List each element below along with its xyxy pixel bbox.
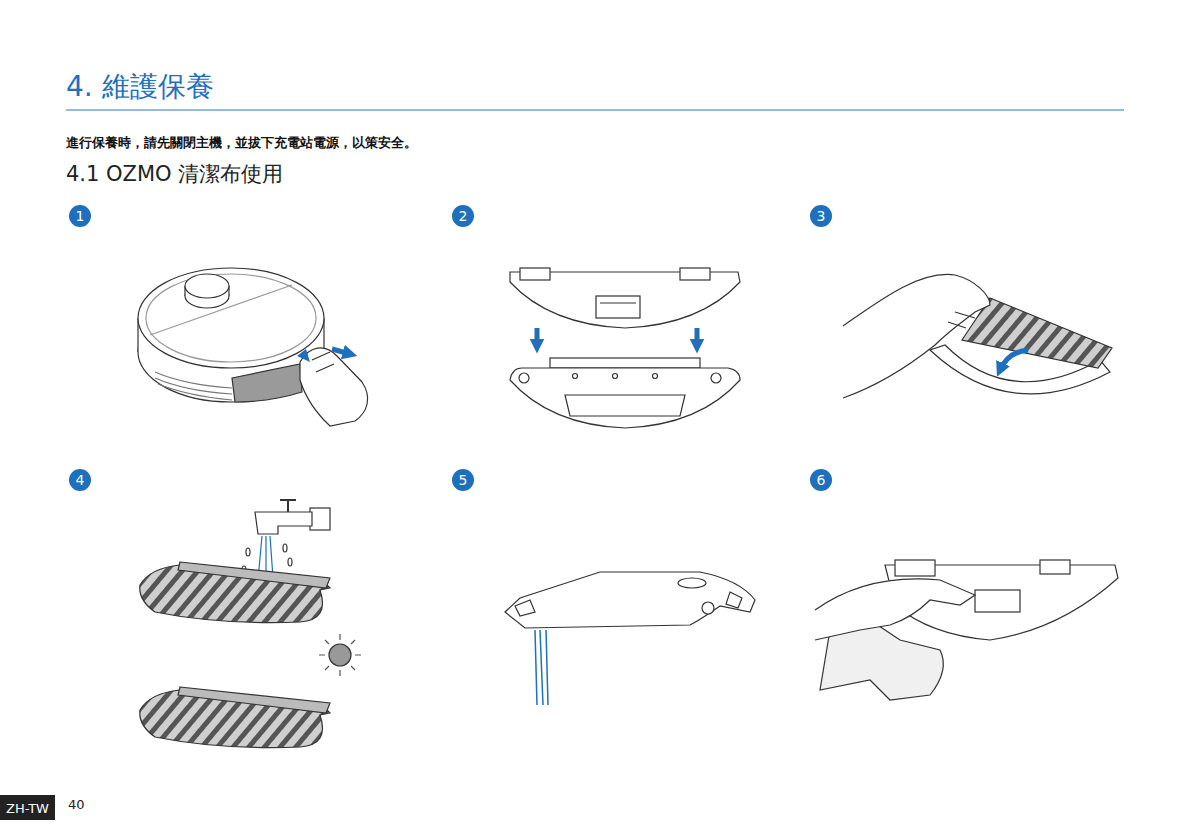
mop-plate-attach-part [596,296,640,318]
mop-plate-attach-part [573,374,578,379]
step-number-circle: 2 [452,205,474,227]
plate-drain-part [702,602,714,614]
step-number-circle: 1 [69,205,91,227]
plate-wipe-part [895,560,935,576]
step-number-circle: 6 [810,469,832,491]
robot-illustration-part [332,349,350,354]
cloth-removal-part [1000,350,1028,370]
cloth-removal-part [962,298,1112,368]
node-text: ZH-TW [6,801,49,816]
step-number-circle: 4 [69,469,91,491]
wash-dry-part [329,644,351,666]
plate-drain-part [535,630,548,705]
step-number-circle: 5 [452,469,474,491]
mop-plate-attach-part [680,268,710,280]
mop-plate-attach-part [519,373,529,383]
mop-plate-attach-part [613,374,618,379]
node-text: 4 [76,473,85,487]
robot-illustration-part [312,352,334,372]
mop-plate-attach-part [550,358,700,368]
robot-illustration-part [155,372,232,400]
wash-dry-part [255,512,312,534]
wash-dry-part [288,558,292,566]
section-heading: 4.1 OZMO 清潔布使用 [66,160,283,188]
wash-dry-part [283,544,287,552]
cloth-removal [843,274,1112,398]
wash-dry-part-part [178,687,330,713]
language-tag: ZH-TW [0,795,55,820]
robot-illustration-part [185,274,229,298]
wash-dry-part [280,500,296,512]
robot-illustration-part [146,274,316,362]
plate-wipe [815,560,1118,700]
wash-dry-part [319,634,361,676]
mop-plate-attach-part [711,373,721,383]
node-text: 5 [459,473,468,487]
plate-drain-part [515,592,742,616]
node-text: 2 [459,209,468,223]
plate-wipe-part [975,590,1020,612]
mop-plate-attach-part [600,302,636,303]
robot-illustration-part [232,364,302,402]
robot-illustration-part [138,268,324,368]
plate-drain [505,572,755,705]
wash-dry-part [310,508,330,530]
robot-illustration-part [300,348,368,426]
mop-plate-attach-part [653,374,658,379]
node-text: 1 [76,209,85,223]
cloth-removal-part [948,312,975,328]
wash-dry-part [246,548,250,556]
mop-plate-attach-part [520,268,550,280]
mop-plate-attach-part [535,328,540,346]
wash-dry [140,500,361,748]
heading-rule [66,110,1124,111]
page-number: 40 [68,797,85,812]
wash-dry-part [140,687,330,748]
page-title: 4. 維護保養 [66,68,214,106]
mop-plate-attach-part [695,328,700,346]
plate-wipe-part [1040,560,1070,574]
mop-plate-attach [510,268,740,428]
node-text: 3 [817,209,826,223]
wash-dry-part [178,562,330,588]
step-number-circle: 3 [810,205,832,227]
safety-note: 進行保養時，請先關閉主機，並拔下充電站電源，以策安全。 [66,134,417,152]
plate-drain-part [678,578,706,588]
robot-illustration-part [297,349,310,362]
plate-wipe-part [815,579,975,640]
node-text: 6 [817,473,826,487]
robot-illustration [138,268,368,426]
plate-drain-part [505,572,755,628]
mop-plate-attach-part [565,395,685,416]
cloth-removal-part [843,274,990,398]
mop-plate-attach-part [510,368,740,428]
